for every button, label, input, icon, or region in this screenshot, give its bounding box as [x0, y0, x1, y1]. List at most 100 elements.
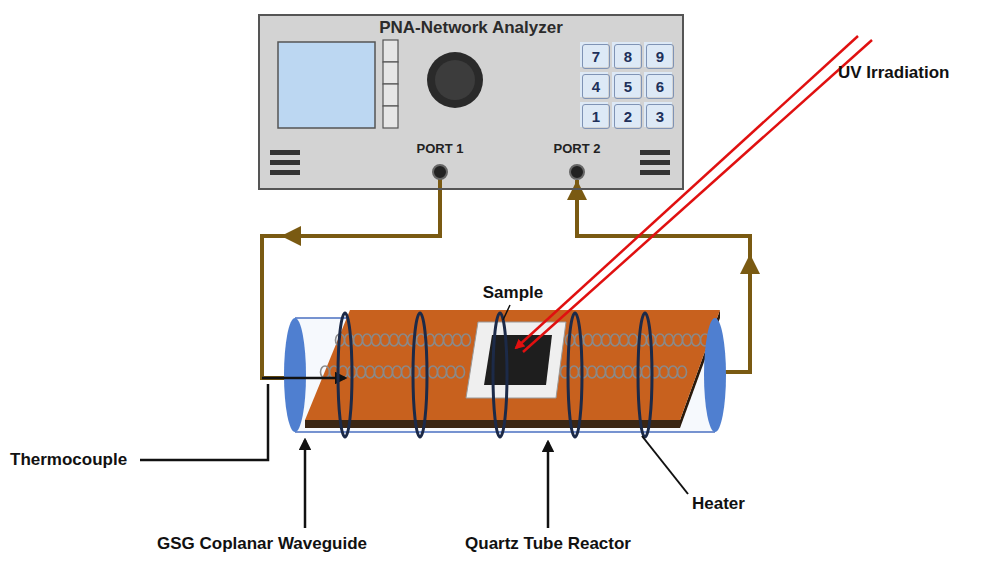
- coil-loop: [462, 334, 471, 346]
- drawing-part: [270, 150, 300, 155]
- coil-loop: [665, 334, 674, 346]
- drawing-part: [270, 160, 300, 165]
- gsg-waveguide: [305, 310, 720, 420]
- board-edge: [305, 420, 680, 428]
- key-fill: [580, 42, 608, 67]
- leader-line: [642, 436, 688, 494]
- keypad-key: 9: [646, 44, 674, 69]
- tube-end: [704, 318, 726, 432]
- coil-loop: [438, 366, 447, 378]
- part-label: Heater: [692, 494, 745, 514]
- key-digit: 1: [592, 108, 600, 125]
- port-label: PORT 2: [554, 142, 601, 157]
- keypad-key: 6: [646, 74, 674, 99]
- drawing-part: [383, 84, 398, 106]
- leader-arrow: [304, 440, 307, 528]
- leader-line: [140, 384, 268, 460]
- part-label: Quartz Tube Reactor: [465, 534, 631, 554]
- port-label: PORT 1: [417, 142, 464, 157]
- instrument-title: PNA-Network Analyzer: [260, 16, 682, 38]
- drawing-part: [338, 313, 352, 437]
- key-digit: 8: [624, 48, 632, 65]
- key-digit: 7: [592, 48, 600, 65]
- coil-loop: [354, 334, 363, 346]
- coil-loop: [620, 334, 629, 346]
- coil-loop: [656, 334, 665, 346]
- coil-loop: [363, 334, 372, 346]
- key-digit: 5: [624, 78, 632, 95]
- uv-beam: [523, 40, 872, 352]
- key-digit: 6: [656, 78, 664, 95]
- cable-arrow: [285, 234, 360, 238]
- coil-loop: [584, 334, 593, 346]
- coil-loop: [435, 334, 444, 346]
- softkeys: [383, 40, 398, 128]
- drawing-part: [493, 313, 507, 437]
- tube-edge: [295, 431, 715, 433]
- coil-loop: [629, 334, 638, 346]
- analyzer-screen: [278, 42, 375, 128]
- leader-line: [503, 305, 510, 320]
- analyzer-body: [258, 14, 684, 190]
- drawing-part: [568, 313, 582, 437]
- coil-loop: [602, 334, 611, 346]
- coil-loop: [570, 366, 579, 378]
- coil-loop: [366, 366, 375, 378]
- key-fill: [612, 42, 640, 67]
- tube-end: [284, 318, 306, 432]
- coil-loop: [669, 366, 678, 378]
- coil-loop: [402, 366, 411, 378]
- coil-loop: [642, 366, 651, 378]
- key-digit: 3: [656, 108, 664, 125]
- coil-loop: [399, 334, 408, 346]
- drawing-part: [640, 170, 670, 175]
- drawing-part: [383, 40, 398, 62]
- keypad-key: 4: [582, 74, 610, 99]
- coil-loop: [597, 366, 606, 378]
- keypad-key: 7: [582, 44, 610, 69]
- coil-loop: [444, 334, 453, 346]
- drawing-part: [383, 62, 398, 84]
- key-fill: [644, 42, 672, 67]
- key-digit: 2: [624, 108, 632, 125]
- sample-holder: [466, 322, 566, 398]
- key-fill: [612, 102, 640, 127]
- keypad-key: 3: [646, 104, 674, 129]
- vent-bars: [270, 150, 670, 175]
- coil-loop: [588, 366, 597, 378]
- coil-loop: [606, 366, 615, 378]
- coil-loop: [615, 366, 624, 378]
- coil-loop: [429, 366, 438, 378]
- coil-loop: [611, 334, 620, 346]
- coil-loop: [357, 366, 366, 378]
- key-fill: [644, 102, 672, 127]
- coil-loop: [624, 366, 633, 378]
- cable-arrow: [748, 258, 752, 300]
- part-label: GSG Coplanar Waveguide: [157, 534, 367, 554]
- keypad-key: 8: [614, 44, 642, 69]
- keypad-key: 2: [614, 104, 642, 129]
- heater-windings: [338, 313, 652, 437]
- analyzer-box: PNA-Network Analyzer 7 8 9 4 5 6 1 2 3: [258, 14, 684, 190]
- coil-loop: [390, 334, 399, 346]
- coil-loop: [393, 366, 402, 378]
- coil-loop: [375, 366, 384, 378]
- thermocouple-wire: [262, 377, 345, 380]
- coil-loop: [692, 334, 701, 346]
- coil-loop: [339, 366, 348, 378]
- key-digit: 4: [592, 78, 600, 95]
- coil-loop: [447, 366, 456, 378]
- coil-loop: [678, 366, 687, 378]
- part-label: Thermocouple: [10, 450, 127, 470]
- coil-loop: [456, 366, 465, 378]
- key-digit: 9: [656, 48, 664, 65]
- key-fill: [612, 72, 640, 97]
- drawing-part: [638, 313, 652, 437]
- leader-arrow: [547, 442, 550, 528]
- keypad-key: 1: [582, 104, 610, 129]
- coil-loop: [453, 334, 462, 346]
- coil-loop: [660, 366, 669, 378]
- port-connector: [570, 165, 584, 179]
- coil-loop: [384, 366, 393, 378]
